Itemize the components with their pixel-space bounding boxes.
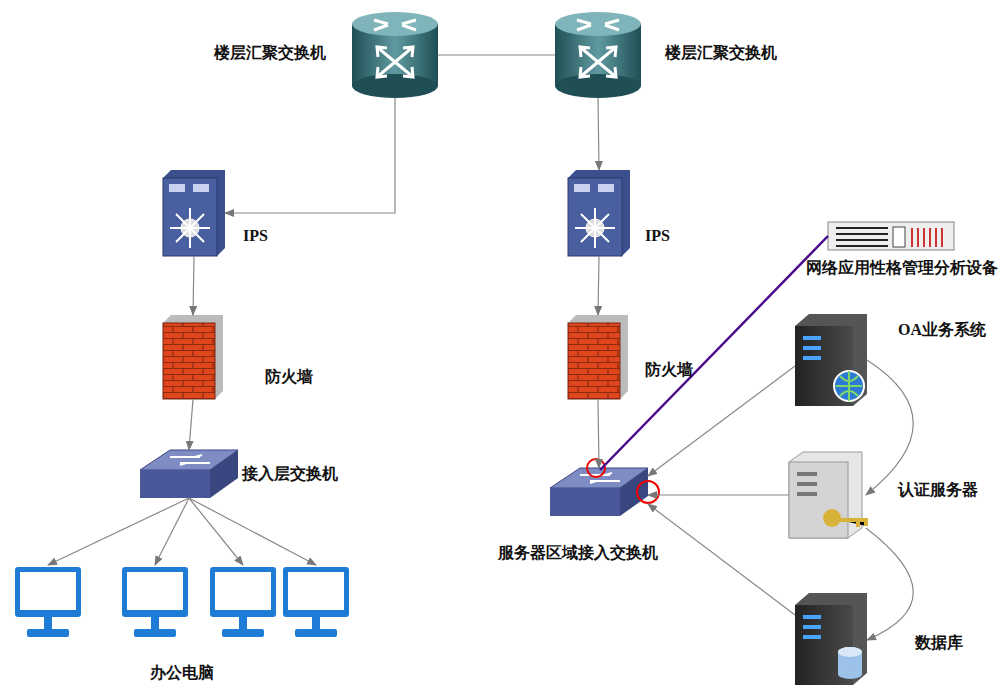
device-label: IPS [645,226,670,246]
device-label: 服务器区域接入交换机 [498,543,658,563]
link-line [600,236,828,470]
device-node: 认证服务器 [789,452,866,538]
link-line [648,504,795,615]
link-line [866,528,913,640]
device-label: 防火墙 [645,360,693,380]
device-node: 防火墙 [568,315,628,399]
device-label: 数据库 [915,633,963,653]
link-line [648,494,789,495]
device-label: 网络应用性格管理分析设备 [806,258,998,278]
device-node: OA业务系统 [795,314,867,406]
link-line [189,498,243,565]
link-line [438,54,555,55]
device-label: IPS [243,226,268,246]
link-line [48,498,189,565]
link-line [189,399,193,450]
link-line [648,366,795,476]
device-label: 认证服务器 [898,480,978,500]
device-label: 楼层汇聚交换机 [214,43,326,63]
device-node: IPS [163,170,225,256]
device-node: 楼层汇聚交换机 [352,12,438,98]
device-node: 服务器区域接入交换机 [550,468,648,516]
device-node: IPS [568,170,630,256]
device-label: 接入层交换机 [242,464,338,484]
device-node: 数据库 [795,593,867,685]
link-line [598,256,599,315]
device-node: 防火墙 [163,315,223,399]
device-node: 网络应用性格管理分析设备 [828,222,954,250]
device-node: 办公电脑 [15,567,349,637]
link-line [225,98,395,213]
device-label: 办公电脑 [150,663,214,683]
link-line [155,498,189,565]
link-line [598,399,599,468]
link-line [193,256,194,315]
link-line [866,360,913,495]
device-label: 防火墙 [265,367,313,387]
device-label: 楼层汇聚交换机 [665,43,777,63]
link-line [598,98,599,170]
device-node: 接入层交换机 [140,450,238,498]
link-line [189,498,316,565]
device-label: OA业务系统 [898,320,986,340]
device-node: 楼层汇聚交换机 [555,12,641,98]
